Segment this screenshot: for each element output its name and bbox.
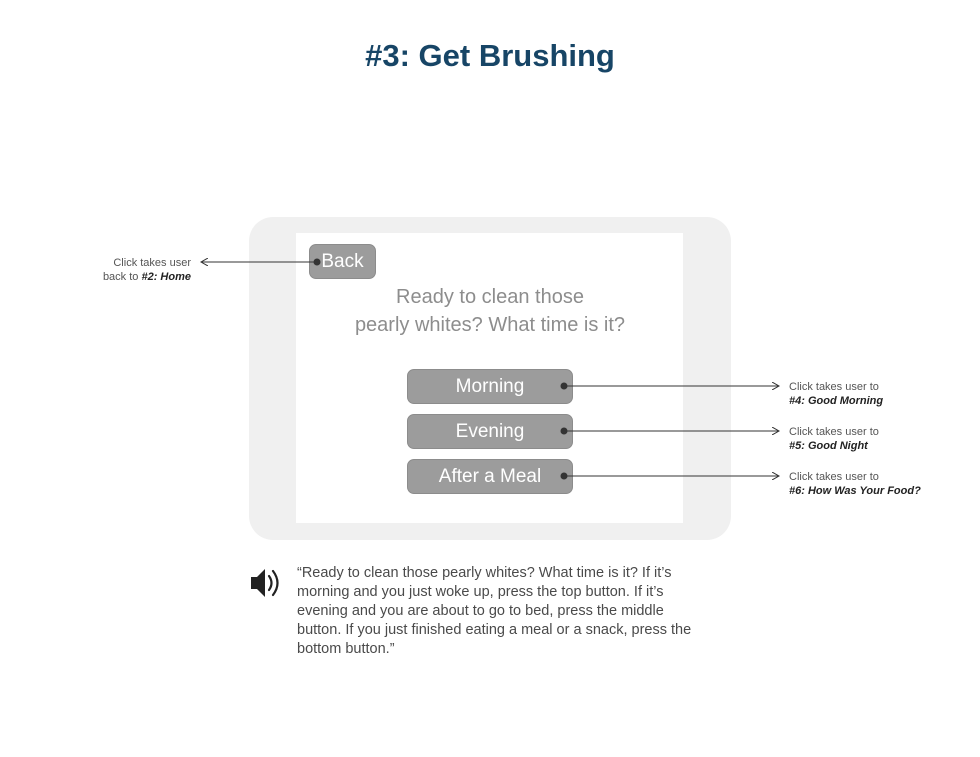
morning-annotation-target: #4: Good Morning — [789, 395, 884, 407]
back-annotation-prefix: back to — [102, 271, 142, 283]
meal-connector — [560, 473, 780, 480]
evening-annotation-target: #5: Good Night — [789, 440, 868, 452]
evening-annotation-line1: Click takes user to — [789, 426, 879, 438]
narration-text: “Ready to clean those pearly whites? Wha… — [297, 565, 692, 657]
screen-prompt: Ready to clean those pearly whites? What… — [320, 283, 660, 339]
meal-annotation-line1: Click takes user to — [789, 471, 879, 483]
back-annotation-target: #2: Home — [141, 271, 191, 283]
evening-button[interactable]: Evening — [407, 414, 573, 449]
after-meal-button[interactable]: After a Meal — [407, 459, 573, 494]
prompt-line-1: Ready to clean those — [396, 286, 584, 308]
back-connector — [201, 259, 321, 266]
page-title: #3: Get Brushing — [365, 38, 615, 73]
back-annotation-line1: Click takes user — [113, 257, 191, 269]
evening-annotation: Click takes user to #5: Good Night — [789, 425, 969, 453]
meal-annotation-target: #6: How Was Your Food? — [789, 485, 921, 497]
evening-connector — [560, 428, 780, 435]
speaker-icon — [251, 569, 279, 597]
morning-button[interactable]: Morning — [407, 369, 573, 404]
back-button[interactable]: Back — [309, 244, 376, 279]
back-annotation: Click takes user back to #2: Home — [90, 256, 191, 284]
prompt-line-2: pearly whites? What time is it? — [354, 314, 626, 336]
morning-annotation-line1: Click takes user to — [789, 381, 879, 393]
morning-annotation: Click takes user to #4: Good Morning — [789, 380, 969, 408]
meal-annotation: Click takes user to #6: How Was Your Foo… — [789, 470, 969, 498]
morning-connector — [560, 383, 780, 390]
